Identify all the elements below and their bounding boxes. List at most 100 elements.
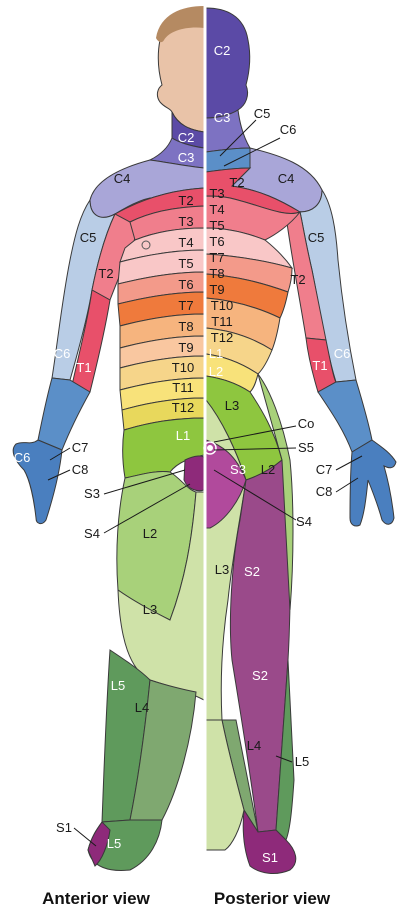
label-post-C7: C7 [316,462,333,477]
label-ant-C3: C3 [178,150,195,165]
posterior-foot-S1 [242,808,297,874]
anterior-foot-S1 [87,821,111,867]
label-post-T3: T3 [209,186,224,201]
label-post-L3-leg: L3 [215,562,229,577]
leader-post-C8 [335,477,359,493]
anterior-nipple [141,240,151,250]
leader-post-C6 [223,137,281,167]
label-ant-C7: C7 [72,440,89,455]
posterior-arm-T2 [285,211,327,341]
label-post-S4: S4 [296,514,312,529]
label-ant-C6: C6 [54,346,71,361]
label-post-T10: T10 [211,298,233,313]
label-post-S5: S5 [298,440,314,455]
leader-post-C7 [335,455,363,471]
label-post-T12: T12 [211,330,233,345]
leader-post-C5 [219,119,257,157]
label-ant-T11: T11 [172,380,193,395]
posterior-hand [349,439,397,527]
label-ant-L5-foot: L5 [107,836,121,851]
label-post-S2-calf: S2 [252,668,268,683]
leader-ant-S4 [103,483,191,534]
leader-post-S4 [213,469,297,521]
leader-ant-S3 [103,469,186,495]
label-ant-S3: S3 [84,486,100,501]
posterior-leg-L5 [275,659,295,841]
posterior-L3-leg [205,719,245,851]
label-ant-C6-hand: C6 [14,450,31,465]
label-post-T6: T6 [209,234,224,249]
leader-post-L5 [275,755,293,763]
label-post-T2: T2 [229,175,244,190]
label-post-L1: L1 [209,346,223,361]
label-ant-C8: C8 [72,462,89,477]
label-ant-T9: T9 [178,340,193,355]
label-ant-C5: C5 [80,230,97,245]
posterior-head-C2 [205,7,251,119]
anterior-hand [12,439,63,525]
label-ant-T7: T7 [178,298,193,313]
label-post-T8: T8 [209,266,224,281]
leader-post-S5 [213,447,297,451]
label-ant-T2: T2 [178,193,193,208]
anterior-thigh-L3 [117,491,205,701]
anterior-body [12,6,205,871]
label-post-T2-arm: T2 [290,272,305,287]
label-ant-T10: T10 [172,360,194,375]
label-ant-L3: L3 [143,602,157,617]
label-post-C4: C4 [278,171,295,186]
label-ant-C2: C2 [178,130,195,145]
label-ant-L4: L4 [135,700,149,715]
label-ant-T5: T5 [178,256,193,271]
posterior-forearm-C6 [317,379,373,453]
label-ant-L2: L2 [143,526,157,541]
label-ant-L1: L1 [176,428,190,443]
label-post-S2: S2 [244,564,260,579]
label-post-C3: C3 [214,110,231,125]
label-post-T5: T5 [209,218,224,233]
label-post-S3: S3 [230,462,246,477]
label-post-C5-arm: C5 [308,230,325,245]
label-ant-C4: C4 [114,171,131,186]
label-post-Co: Co [298,416,315,431]
label-post-C6-arm: C6 [334,346,351,361]
label-post-L5: L5 [295,754,309,769]
leader-ant-C7 [49,447,71,461]
label-post-C8: C8 [316,484,333,499]
leader-post-Co [213,425,297,443]
label-ant-T1: T1 [76,360,91,375]
label-ant-T8: T8 [178,319,193,334]
label-post-T1-arm: T1 [312,358,327,373]
posterior-body [203,7,397,874]
label-post-C2: C2 [214,43,231,58]
label-ant-L5-leg: L5 [111,678,125,693]
label-post-T4: T4 [209,202,224,217]
anterior-leg-L4 [129,679,197,821]
label-ant-S1: S1 [56,820,72,835]
label-post-L2-thigh: L2 [261,462,275,477]
label-ant-S4: S4 [84,526,100,541]
anterior-L1-region [122,417,205,479]
label-ant-T6: T6 [178,277,193,292]
posterior-thigh-L2 [257,373,294,611]
label-ant-T3: T3 [178,214,193,229]
label-post-L2: L2 [209,364,223,379]
label-post-T7: T7 [209,250,224,265]
label-post-C5: C5 [254,106,271,121]
label-post-L3: L3 [225,398,239,413]
posterior-S5-ring [207,445,213,451]
caption-posterior-view: Posterior view [214,889,331,908]
leader-ant-S1 [73,827,97,847]
label-ant-T4: T4 [178,235,193,250]
label-ant-T12: T12 [172,400,194,415]
label-post-S1: S1 [262,850,278,865]
label-post-T9: T9 [209,282,224,297]
anterior-hair [156,6,204,43]
caption-anterior-view: Anterior view [42,889,150,908]
label-ant-T2-arm: T2 [98,266,113,281]
label-post-L4: L4 [247,738,261,753]
label-post-C6: C6 [280,122,297,137]
label-post-T11: T11 [211,314,232,329]
leader-ant-C8 [47,469,71,481]
